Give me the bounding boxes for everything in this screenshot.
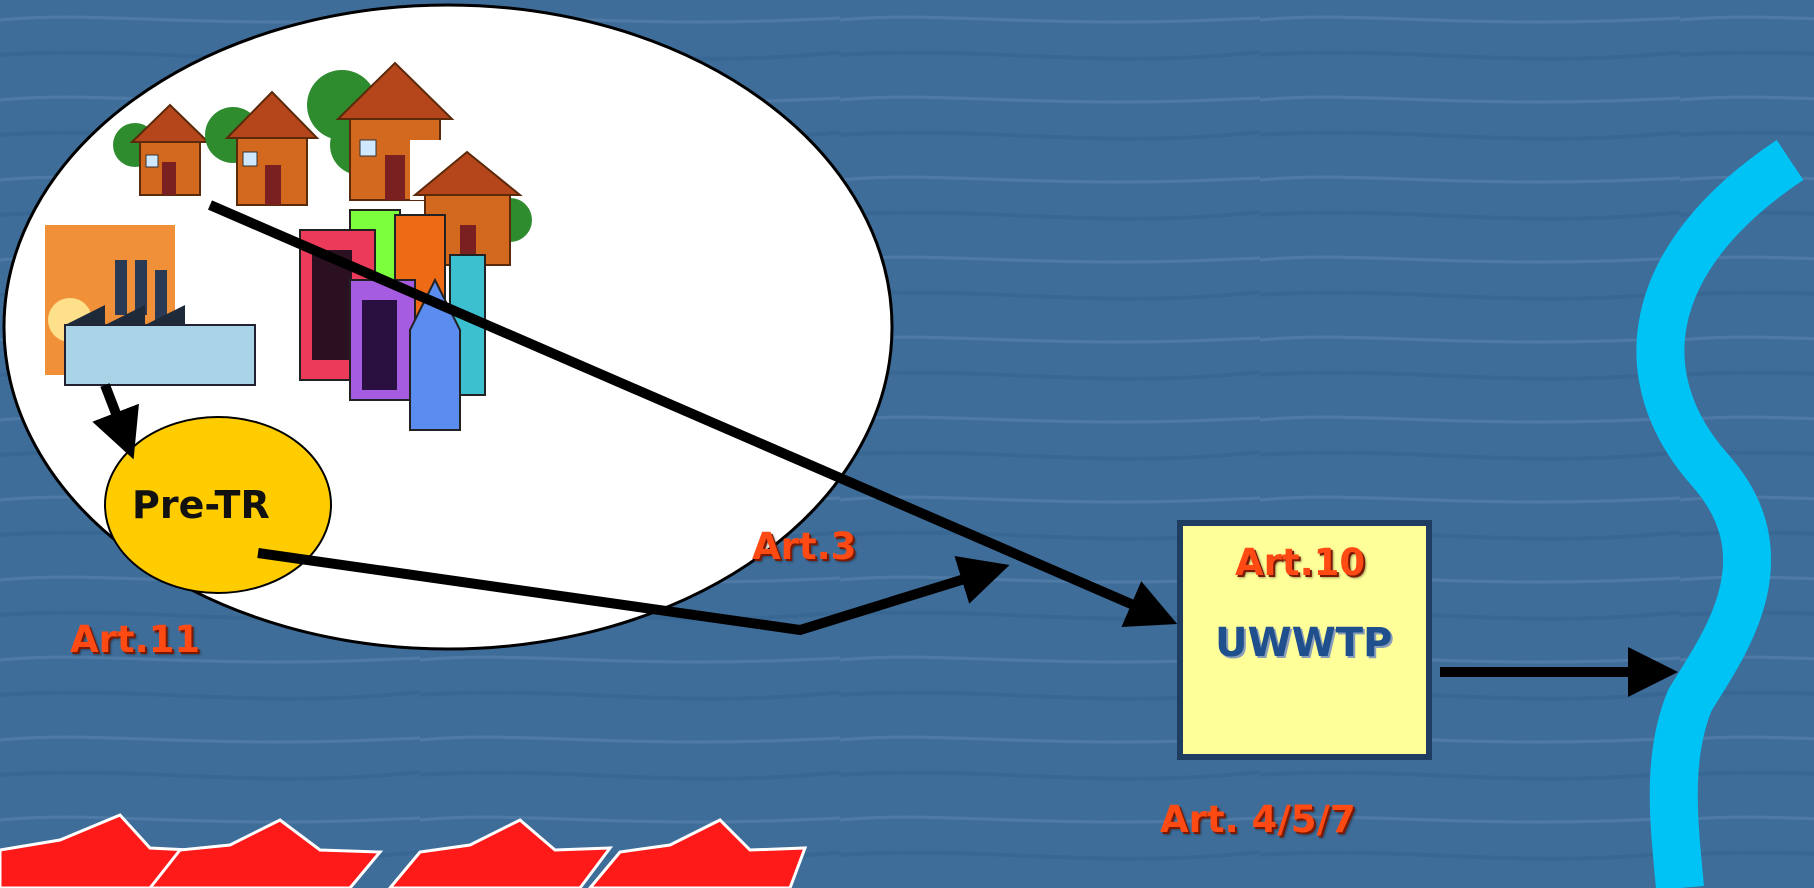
uwwtp-box	[1177, 520, 1432, 760]
house-icon	[113, 103, 211, 196]
article-3-label: Art.3	[752, 525, 857, 568]
arrow-factory-to-pretreatment	[92, 383, 139, 460]
pretreatment-label: Pre-TR	[132, 483, 270, 527]
article-11-label: Art.11	[70, 618, 201, 661]
uwwtp-label: UWWTP	[1215, 620, 1393, 666]
article-10-label: Art.10	[1235, 541, 1366, 584]
arrow-city-to-uwwtp	[208, 200, 1178, 628]
arrow-pretreatment-to-network	[257, 548, 1010, 636]
river-icon	[1636, 140, 1804, 888]
house-icon	[307, 61, 455, 201]
starburst-icon	[0, 813, 808, 888]
house-icon	[205, 90, 320, 206]
house-icon	[410, 140, 532, 266]
factory-icon	[45, 225, 256, 386]
article-4-5-7-label: Art. 4/5/7	[1160, 798, 1356, 841]
pretreatment-node	[104, 416, 332, 594]
